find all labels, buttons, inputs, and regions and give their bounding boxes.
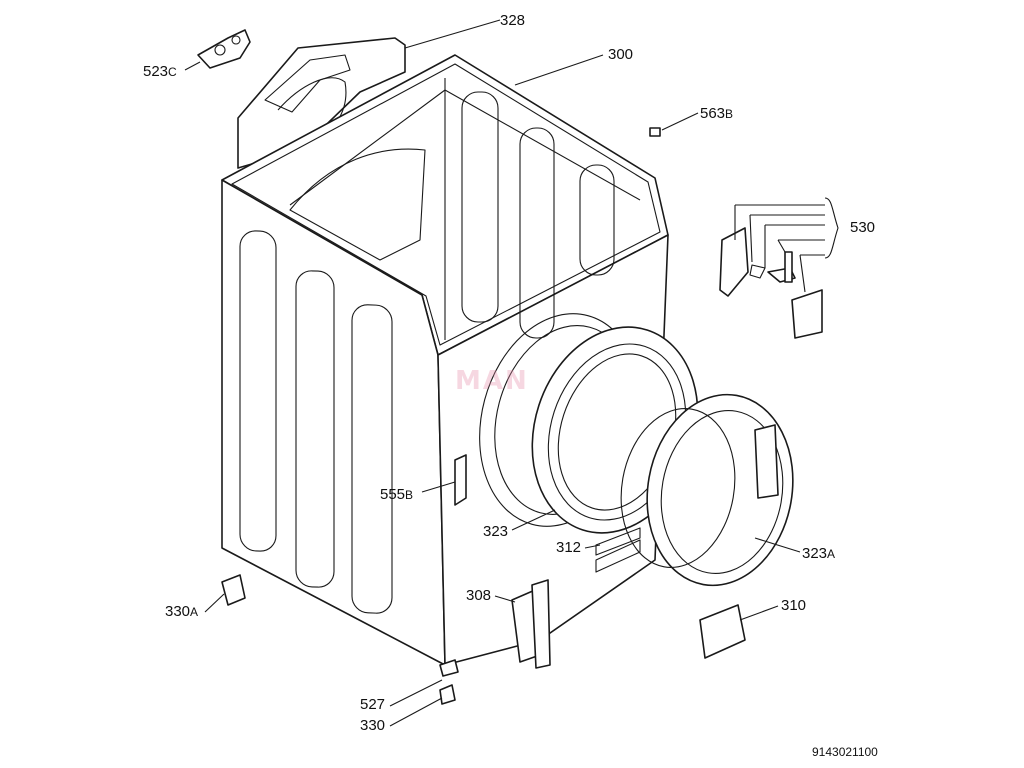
- lock-assembly-part-530: [719, 227, 823, 339]
- label-330: 330: [360, 717, 386, 734]
- label-563B: 563B: [700, 105, 734, 122]
- label-328: 328: [500, 12, 526, 29]
- foot-block-part-330A: [221, 574, 246, 606]
- label-530: 530: [850, 219, 876, 236]
- watermark: MAN: [455, 366, 529, 396]
- hinge-part-308: [511, 579, 551, 669]
- plate-part-312: [595, 527, 641, 556]
- cover-part-310: [699, 604, 746, 659]
- label-555B: 555B: [380, 486, 414, 503]
- label-323: 323: [483, 523, 509, 540]
- clip-part-555B: [454, 454, 467, 506]
- label-323A: 323A: [802, 545, 836, 562]
- label-312: 312: [556, 539, 582, 556]
- label-527: 527: [360, 696, 386, 713]
- screw-part-563B: [649, 127, 661, 137]
- latch-part-523C: [197, 29, 251, 69]
- document-number: 9143021100: [812, 745, 878, 759]
- label-310: 310: [781, 597, 807, 614]
- foot-part-527-330: [439, 659, 459, 705]
- label-330A: 330A: [165, 603, 199, 620]
- label-308: 308: [466, 587, 492, 604]
- door-part-323A: [620, 393, 794, 587]
- label-300: 300: [608, 46, 634, 63]
- leader-lines: [184, 19, 839, 727]
- label-523C: 523C: [143, 63, 177, 80]
